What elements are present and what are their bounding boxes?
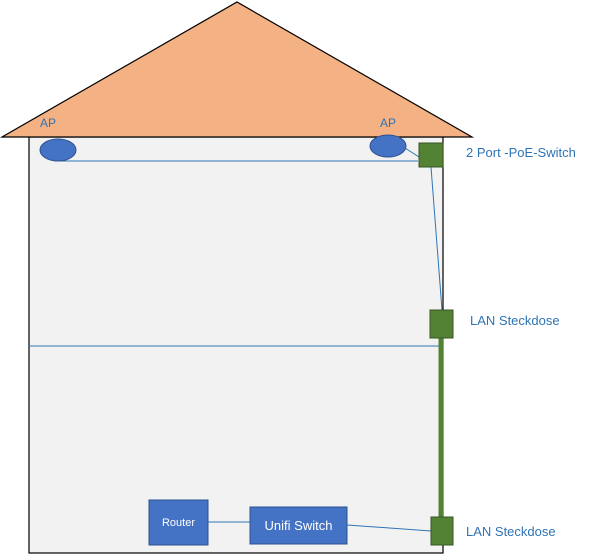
cable-ap-right-to-poe-switch <box>404 147 420 158</box>
unifi-switch-box <box>249 506 348 545</box>
poe-switch-label: 2 Port -PoE-Switch <box>466 145 576 160</box>
unifi-switch-label: Unifi Switch <box>265 518 333 533</box>
poe-switch <box>418 142 444 168</box>
access-point-left-label: AP <box>40 116 56 130</box>
cable-unifi-switch-to-lan-socket <box>346 524 432 532</box>
access-point-left <box>39 138 77 162</box>
access-point-right-label: AP <box>380 116 396 130</box>
access-point-right <box>369 134 407 158</box>
lan-socket-upper <box>429 309 454 339</box>
house-wall <box>28 136 444 554</box>
lan-socket-upper-label: LAN Steckdose <box>470 313 560 328</box>
router-box <box>148 499 209 546</box>
router-label: Router <box>162 517 195 529</box>
lan-socket-lower-label: LAN Steckdose <box>466 524 556 539</box>
house-roof <box>0 1 475 138</box>
cable-poe-switch-to-lan-socket <box>430 166 443 311</box>
lan-socket-lower <box>430 516 454 546</box>
